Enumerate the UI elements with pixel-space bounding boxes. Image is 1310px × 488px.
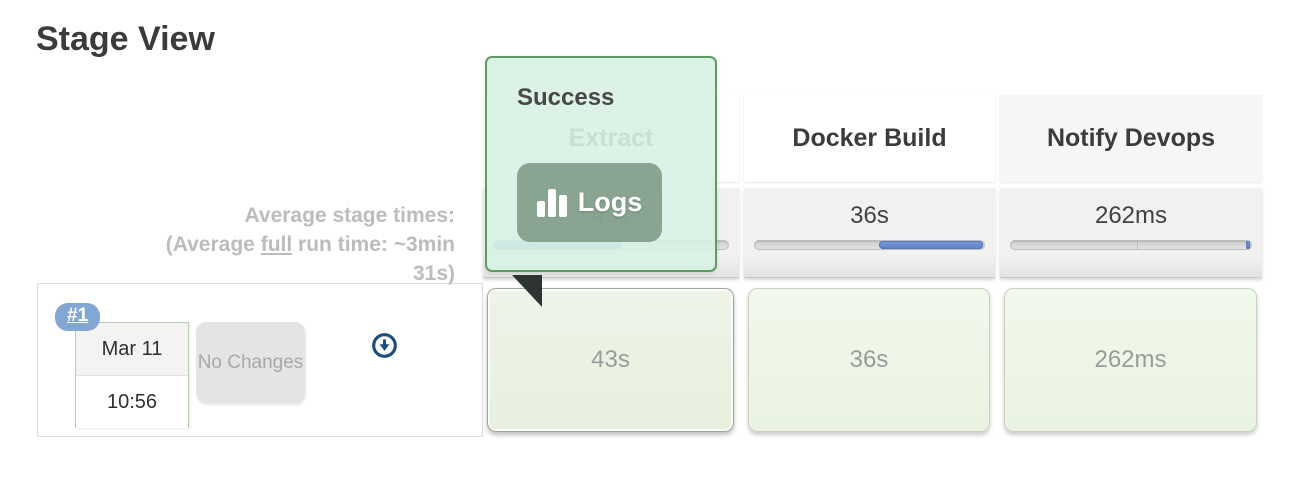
circle-down-arrow-icon xyxy=(372,333,397,358)
avg-note-line3: 31s) xyxy=(412,262,455,285)
stage-average-value: 262ms xyxy=(1094,202,1168,229)
build-date: Mar 11 xyxy=(76,323,188,376)
bar-chart-icon xyxy=(536,188,567,217)
stage-header-notify-devops: Notify Devops xyxy=(1000,95,1262,182)
stage-time-bar-fill xyxy=(879,241,984,249)
build-time: 10:56 xyxy=(76,376,188,428)
stage-status-label: Success xyxy=(517,84,615,111)
full-underlined: full xyxy=(260,233,293,256)
stage-header-docker-build: Docker Build xyxy=(744,95,995,182)
stage-time-bar xyxy=(1010,240,1252,250)
avg-note-line2: (Average full run time: ~3min xyxy=(165,233,455,256)
stage-run-cell-notify-devops[interactable]: 262ms xyxy=(1004,288,1257,432)
stage-average-cell-notify-devops: 262ms xyxy=(1000,188,1262,278)
stage-time-bar-fill xyxy=(1246,241,1251,249)
stage-time-bar xyxy=(754,240,985,250)
download-artifacts-button[interactable] xyxy=(371,332,398,359)
build-number-badge[interactable]: #1 xyxy=(55,303,101,331)
page-title: Stage View xyxy=(36,20,215,58)
average-stage-times-note: Average stage times: (Average full run t… xyxy=(15,201,455,288)
stage-run-cell-docker-build[interactable]: 36s xyxy=(748,288,990,432)
logs-button-label: Logs xyxy=(577,187,643,217)
changes-status-label: No Changes xyxy=(196,322,305,403)
stage-run-cell-extract[interactable]: 43s xyxy=(487,288,734,432)
build-datetime-link[interactable]: Mar 11 10:56 xyxy=(75,322,189,428)
stage-average-cell-docker-build: 36s xyxy=(744,188,995,278)
bar-segment-divider xyxy=(1136,241,1138,249)
avg-note-line1: Average stage times: xyxy=(244,204,455,227)
stage-average-value: 36s xyxy=(850,202,889,229)
logs-button[interactable]: Logs xyxy=(517,163,662,242)
stage-logs-popover: Success Logs xyxy=(485,56,717,272)
